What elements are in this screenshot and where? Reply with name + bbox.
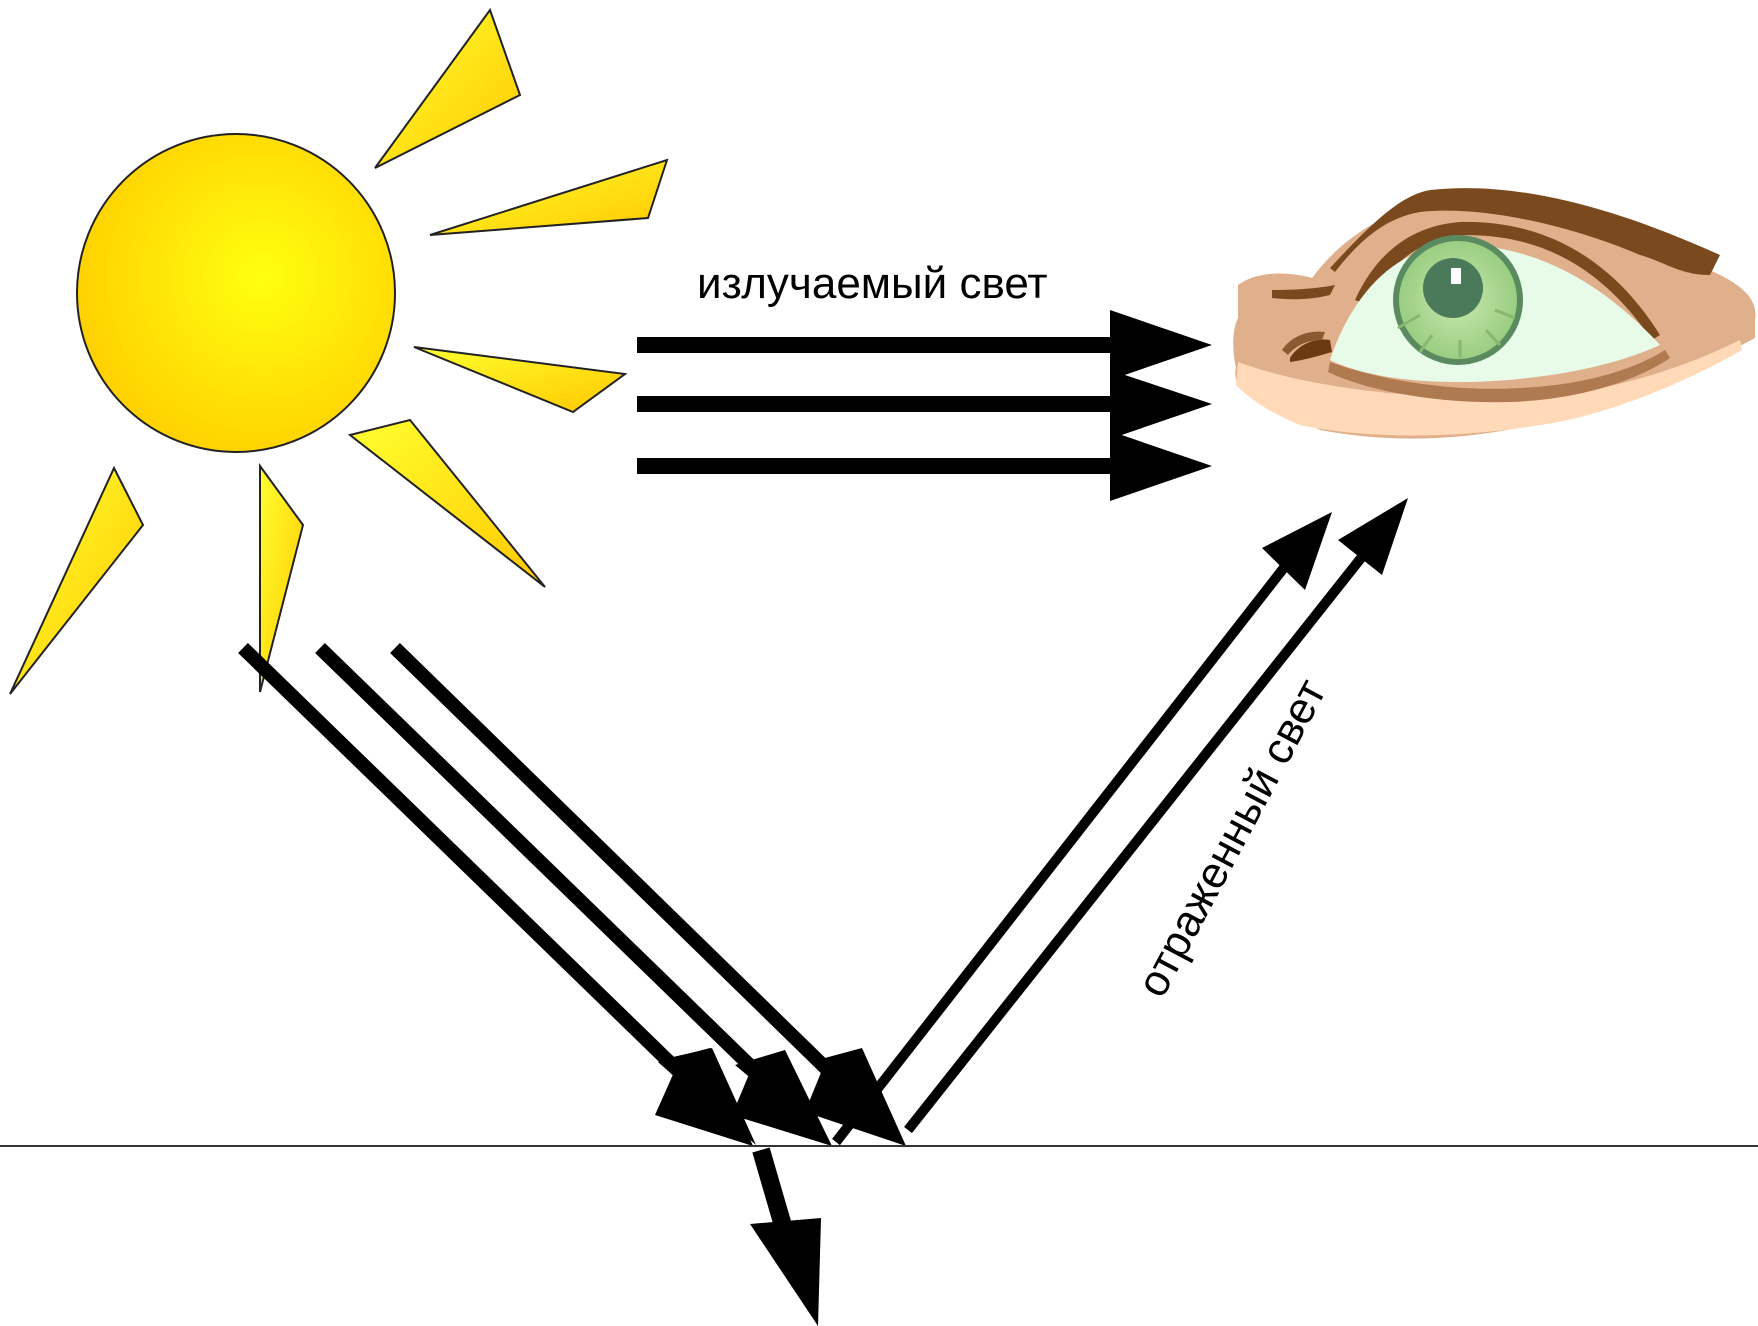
eye-corner-shadow bbox=[1282, 331, 1325, 355]
sun-ray bbox=[413, 346, 628, 414]
incident-arrow bbox=[238, 642, 756, 1146]
emitted-arrow bbox=[637, 310, 1212, 380]
emitted-light-label: излучаемый свет bbox=[697, 259, 1048, 308]
reflected-arrow bbox=[904, 498, 1408, 1134]
emitted-light-arrows bbox=[637, 310, 1212, 501]
reflected-light-arrows bbox=[832, 498, 1408, 1146]
emitted-arrow bbox=[637, 431, 1212, 501]
eye-lower-lash-line bbox=[1328, 350, 1670, 403]
sun-ray bbox=[259, 462, 305, 693]
sun-ray bbox=[374, 7, 522, 169]
eyebrow-lower bbox=[1272, 285, 1335, 300]
sun-disc bbox=[76, 133, 396, 453]
eye-crease bbox=[1355, 221, 1660, 340]
incident-light-arrows bbox=[238, 642, 906, 1146]
emitted-arrow bbox=[637, 370, 1212, 439]
sun-icon bbox=[9, 7, 669, 695]
eye-highlight bbox=[1451, 268, 1461, 284]
eye-lower-lid bbox=[1236, 340, 1742, 436]
eye-icon bbox=[1233, 188, 1756, 439]
reflected-arrow bbox=[832, 512, 1332, 1146]
incident-arrow bbox=[315, 642, 832, 1146]
eyebrow bbox=[1330, 188, 1720, 275]
iris-streaks bbox=[1397, 308, 1516, 358]
eye-pupil bbox=[1423, 258, 1483, 318]
refracted-arrow bbox=[750, 1147, 821, 1326]
sun-ray bbox=[9, 465, 145, 695]
incident-arrow bbox=[390, 642, 906, 1146]
sun-ray bbox=[429, 158, 669, 236]
tear-duct bbox=[1290, 339, 1332, 362]
sun-ray bbox=[347, 418, 546, 588]
